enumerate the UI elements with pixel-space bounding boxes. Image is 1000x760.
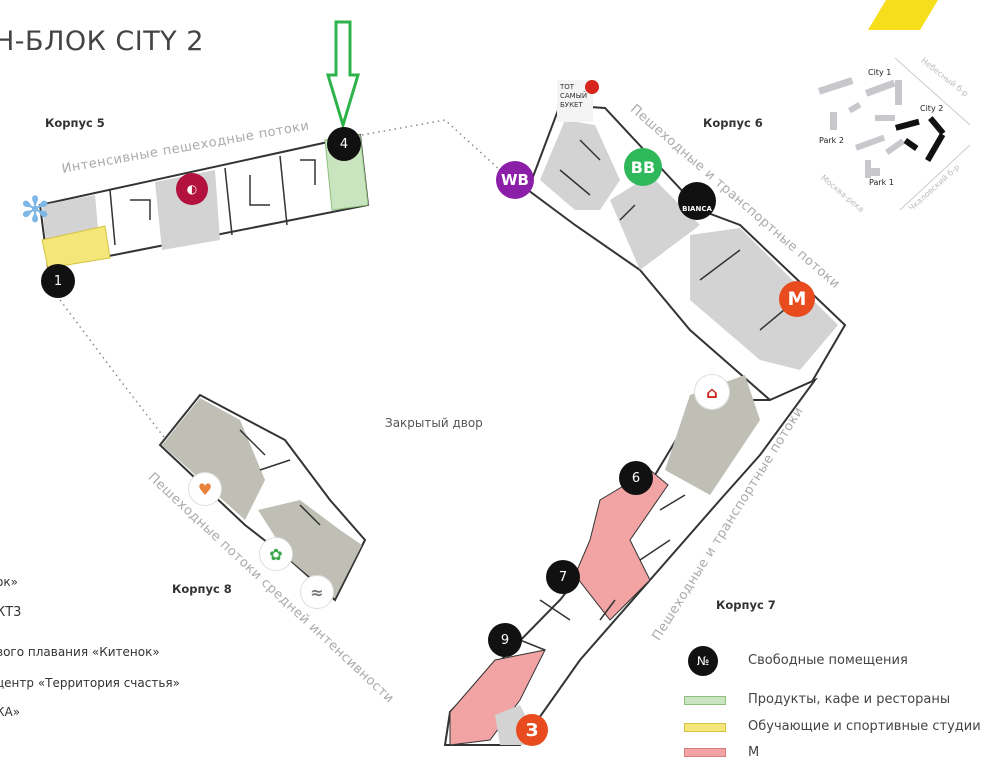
- wildberries-logo[interactable]: WB: [496, 161, 534, 199]
- metro-logo[interactable]: M: [779, 281, 815, 317]
- poppy-icon: [585, 80, 599, 94]
- left-list-item: ок»: [0, 575, 18, 589]
- legend-label: Свободные помещения: [748, 653, 908, 668]
- unit-olive: [258, 500, 362, 598]
- free-unit-marker[interactable]: 4: [327, 127, 361, 161]
- unit-grey: [690, 228, 838, 370]
- left-list-item: вого плавания «Китенок»: [0, 645, 160, 659]
- minimap-city2: City 2: [920, 104, 944, 113]
- kids-studio-logo[interactable]: ✿: [259, 537, 293, 571]
- label-korpus-7: Корпус 7: [716, 598, 776, 612]
- shop-logo-red[interactable]: ⌂: [694, 374, 730, 410]
- legend-label: Продукты, кафе и рестораны: [748, 692, 951, 707]
- pointer-arrow: [325, 20, 361, 131]
- legend-swatch-yellow: [684, 723, 726, 732]
- label-korpus-6: Корпус 6: [703, 116, 763, 130]
- page-title: Н-БЛОК CITY 2: [0, 26, 204, 57]
- legend-label: Обучающие и спортивные студии: [748, 719, 981, 734]
- unit-pink: [449, 649, 546, 746]
- unit-grey: [540, 120, 620, 210]
- legend-swatch-pink: [684, 748, 726, 757]
- legend-swatch-green: [684, 696, 726, 705]
- free-unit-marker[interactable]: 1: [41, 264, 75, 298]
- legend-free-symbol: №: [688, 646, 718, 676]
- unit-olive: [665, 375, 760, 495]
- free-unit-marker[interactable]: 7: [546, 560, 580, 594]
- unit-grey: [610, 175, 700, 270]
- unit-yellow: [41, 225, 111, 269]
- vkusvill-logo[interactable]: BB: [624, 148, 662, 186]
- unit-pink: [574, 469, 669, 621]
- yard-label: Закрытый двор: [385, 416, 483, 430]
- minimap-park1: Park 1: [869, 178, 894, 187]
- store-logo-z[interactable]: З: [516, 714, 548, 746]
- label-korpus-8: Корпус 8: [172, 582, 232, 596]
- minimap-park2: Park 2: [819, 136, 844, 145]
- kids-center-logo[interactable]: ♥: [188, 472, 222, 506]
- unit-olive: [162, 398, 265, 520]
- cafe-logo[interactable]: ◐: [176, 173, 208, 205]
- legend-label: М: [748, 745, 760, 760]
- swimming-school-logo[interactable]: ≈: [300, 575, 334, 609]
- minimap: [818, 57, 971, 211]
- flower-icon[interactable]: ✻: [20, 190, 51, 231]
- path-dotted: [59, 299, 171, 446]
- bianca-logo[interactable]: BIANCA: [678, 182, 716, 220]
- yellow-accent-shape: [868, 0, 948, 30]
- left-list-item: КА»: [0, 705, 21, 719]
- minimap-city1: City 1: [868, 68, 892, 77]
- free-unit-marker[interactable]: 9: [488, 623, 522, 657]
- label-korpus-5: Корпус 5: [45, 116, 105, 130]
- path-dotted: [361, 119, 501, 171]
- free-unit-marker[interactable]: 6: [619, 461, 653, 495]
- left-list-item: центр «Территория счастья»: [0, 676, 180, 690]
- left-list-item: КТ3: [0, 605, 22, 620]
